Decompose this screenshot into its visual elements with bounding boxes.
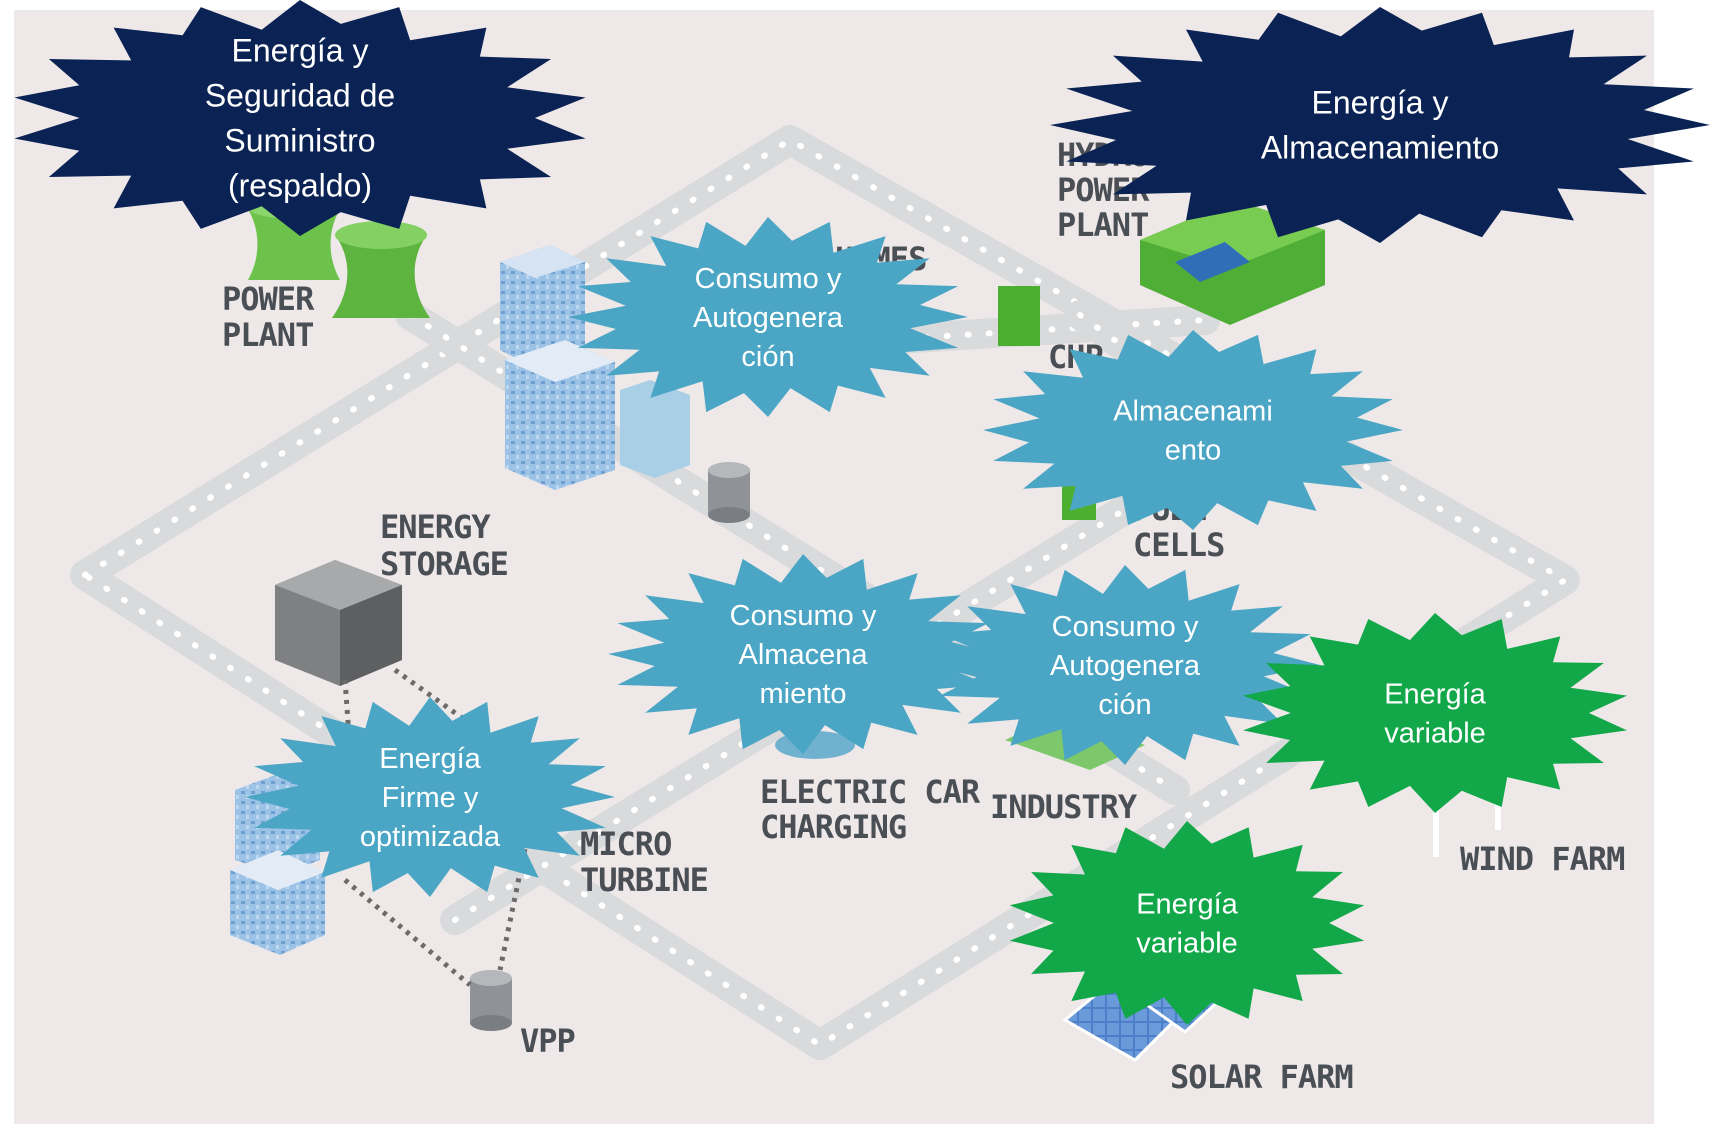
road-dots (797, 317, 1208, 348)
burst-label-line: Energía y (1312, 85, 1449, 121)
road-dots (1077, 312, 1173, 383)
burst-consumo-autogeneracion-bottom: Consumo y Autogenera ción (930, 565, 1320, 765)
burst-shape (1243, 613, 1627, 813)
burst-label-line: Energía (1136, 889, 1238, 921)
burst-shape (1050, 7, 1710, 243)
homes-buildings (500, 245, 690, 490)
burst-label-line: Almacenamiento (1261, 130, 1499, 166)
burst-label-line: Consumo y (695, 263, 842, 295)
road-dots (82, 137, 1568, 1048)
burst-almacenamiento: Almacenami ento (983, 330, 1403, 530)
burst-label-line: Autogenera (1050, 650, 1201, 682)
burst-shape (608, 554, 998, 754)
label-solar-farm: SOLAR FARM (1170, 1058, 1353, 1096)
burst-label-line: Consumo y (1052, 611, 1199, 643)
label-wind-farm: WIND FARM (1460, 840, 1624, 878)
burst-label-line: ción (1098, 689, 1151, 721)
burst-label-line: ción (741, 341, 794, 373)
burst-label-line: Energía (1384, 679, 1486, 711)
vpp-tank (470, 970, 512, 1031)
burst-shape (930, 565, 1320, 765)
burst-seguridad-suministro: Energía y Seguridad de Suministro (respaldo… (14, 0, 586, 236)
burst-label-line: Consumo y (730, 600, 877, 632)
burst-label-line: Autogenera (693, 302, 844, 334)
building-icon (505, 340, 615, 490)
label-hydro-power-plant: HYDROPOWERPLANT (1057, 136, 1150, 244)
label-vpp: VPP (520, 1022, 575, 1060)
cooling-tower-icon (332, 235, 430, 318)
burst-label-line: (respaldo) (228, 168, 372, 204)
burst-label-line: miento (759, 678, 846, 710)
burst-shape (14, 0, 586, 236)
burst-energia-variable-wind: Energía variable (1243, 613, 1627, 813)
burst-label-line: variable (1136, 928, 1238, 960)
tank-hub (708, 462, 750, 523)
building-icon (500, 245, 585, 368)
burst-label-line: ento (1165, 435, 1221, 467)
burst-consumo-autogeneracion-top: Consumo y Autogenera ción (568, 217, 968, 417)
burst-label-line: optimizada (360, 821, 501, 853)
burst-energia-variable-solar: Energía variable (1009, 821, 1365, 1025)
burst-label-line: Suministro (224, 123, 375, 159)
building-icon (620, 380, 690, 478)
burst-shape (568, 217, 968, 417)
chp-box-icon (998, 286, 1040, 346)
label-industry: INDUSTRY (990, 788, 1138, 826)
burst-label-line: Almacena (739, 639, 869, 671)
burst-energia-almacenamiento: Energía y Almacenamiento (1050, 7, 1710, 243)
energy-storage-unit (275, 560, 402, 686)
burst-consumo-almacenamiento: Consumo y Almacena miento (608, 554, 998, 754)
burst-label-line: variable (1384, 718, 1486, 750)
burst-label-line: Energía y (232, 33, 369, 69)
callout-bursts: Energía y Seguridad de Suministro (respaldo… (14, 0, 1710, 1025)
burst-shape (245, 697, 615, 897)
burst-label-line: Energía (379, 743, 481, 775)
burst-label-line: Seguridad de (205, 78, 395, 114)
burst-shape (1009, 821, 1365, 1025)
burst-label-line: Almacenami (1113, 396, 1273, 428)
burst-shape (983, 330, 1403, 530)
burst-label-line: Firme y (382, 782, 479, 814)
